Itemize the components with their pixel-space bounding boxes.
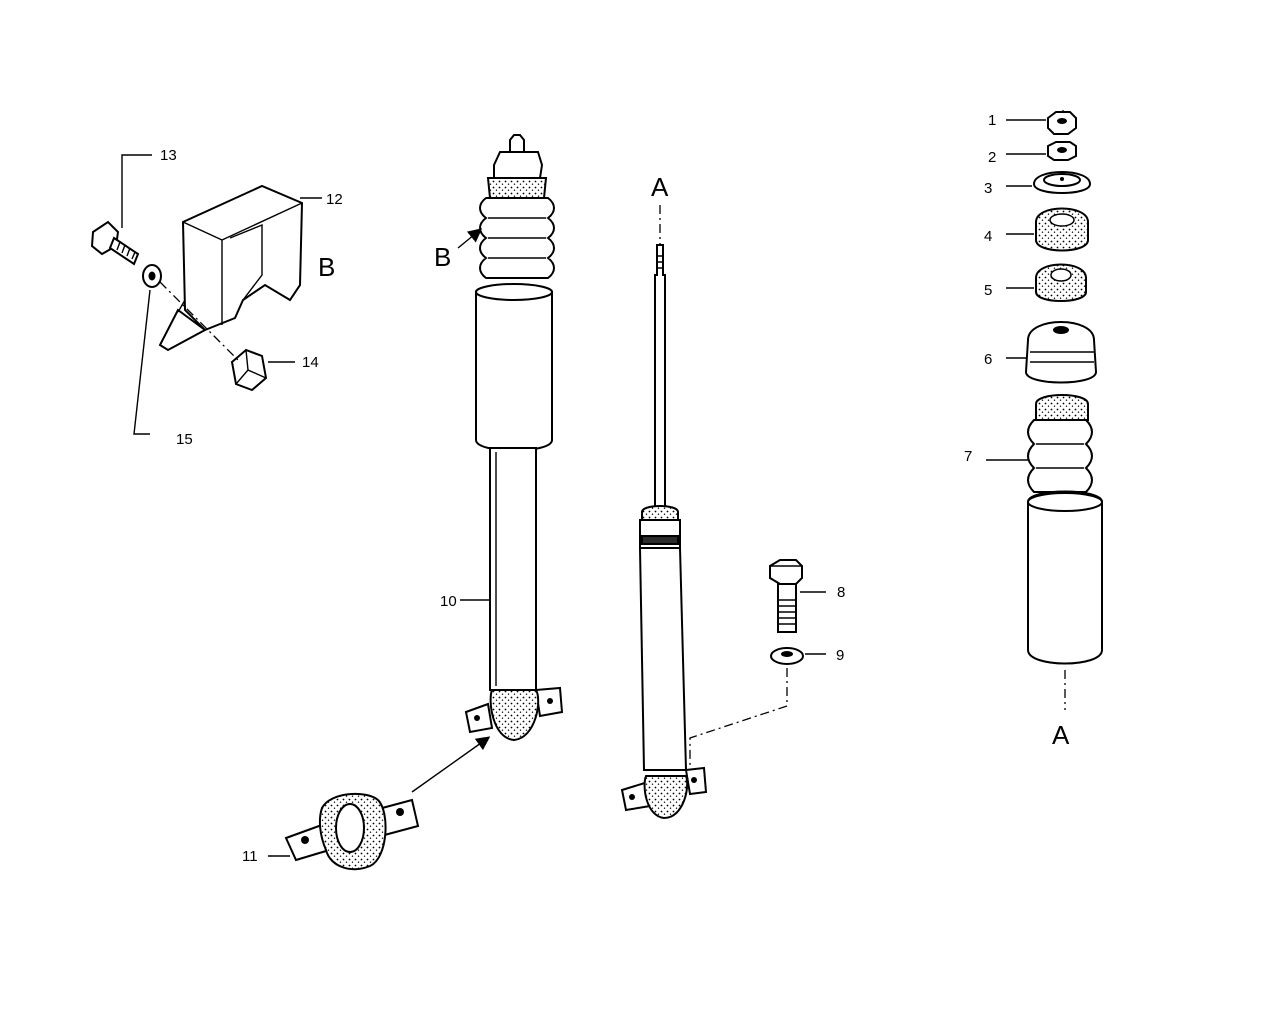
callout-2: 2 — [988, 149, 996, 166]
callout-13: 13 — [160, 147, 177, 164]
callout-11: 11 — [242, 848, 258, 865]
callout-7: 7 — [964, 448, 972, 465]
assembled-shock-absorber — [457, 134, 564, 742]
reference-b-shield: B — [318, 252, 335, 282]
callout-8: 8 — [837, 584, 845, 601]
callout-15: 15 — [176, 431, 193, 448]
callout-14: 14 — [302, 354, 319, 371]
bare-shock-absorber — [620, 205, 788, 820]
heat-shield — [158, 184, 304, 352]
callout-4: 4 — [984, 228, 992, 245]
callout-1: 1 — [988, 112, 996, 129]
callout-12: 12 — [326, 191, 343, 208]
callout-3: 3 — [984, 180, 992, 197]
reference-b-shock: B — [434, 242, 451, 272]
heat-shield-group — [90, 154, 322, 435]
callout-9: 9 — [836, 647, 844, 664]
reference-a-bottom: A — [1052, 720, 1070, 750]
shield-bolt — [90, 220, 140, 266]
callout-5: 5 — [984, 282, 992, 299]
shield-nut — [230, 348, 268, 392]
callout-6: 6 — [984, 351, 992, 368]
mounting-washer — [770, 647, 826, 665]
top-mount-stack — [986, 110, 1103, 710]
reference-a-top: A — [651, 172, 669, 202]
mount-bushing — [268, 736, 491, 871]
mounting-bolt — [769, 559, 826, 633]
callout-10: 10 — [440, 593, 457, 610]
